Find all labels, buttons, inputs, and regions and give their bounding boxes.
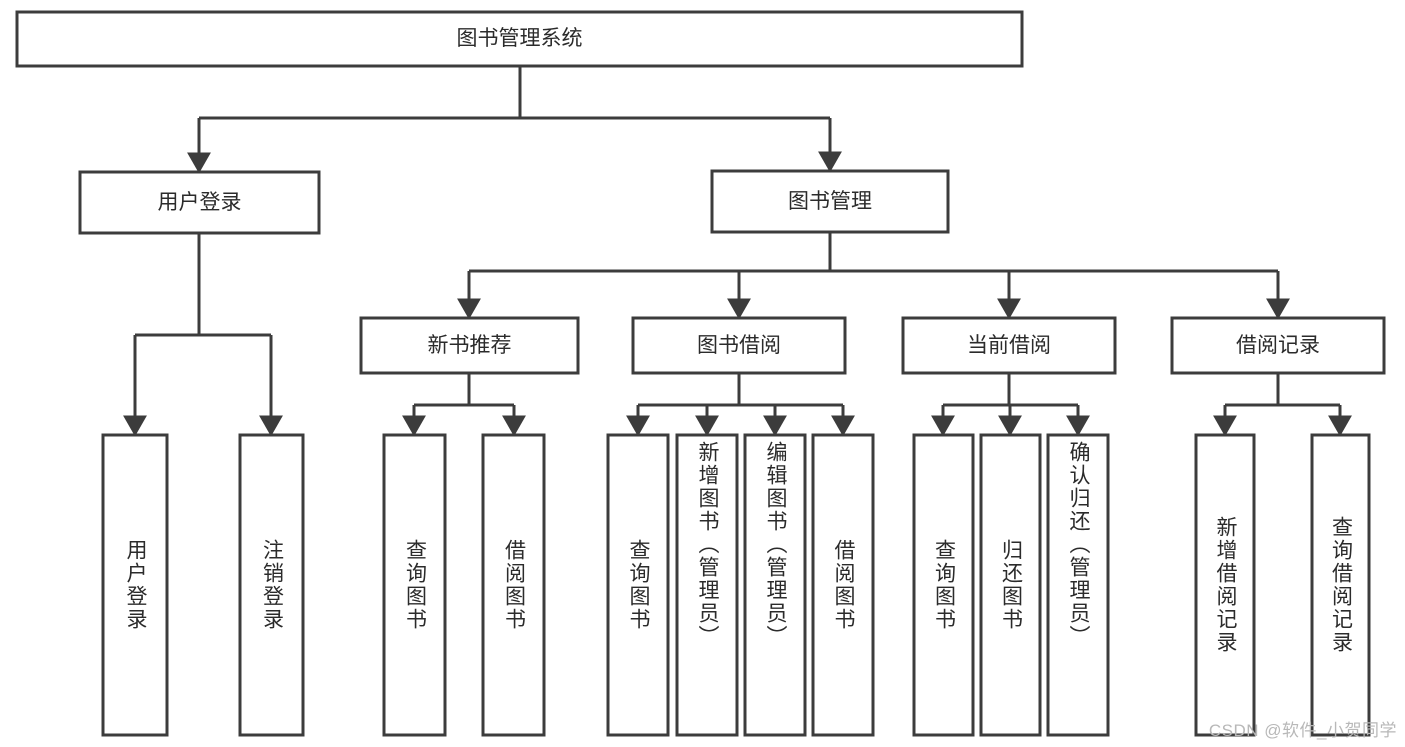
node-box-leaf-query-book-2[interactable] [606,433,670,737]
watermark-text: CSDN @软件_小贺同学 [1208,721,1397,740]
node-box-leaf-query-book-1[interactable] [382,433,447,737]
node-box-leaf-add-book-admin[interactable] [675,433,739,737]
node-box-leaf-query-borrow-record[interactable] [1310,433,1371,737]
node-box-leaf-add-borrow-record[interactable] [1194,433,1256,737]
node-box-root[interactable] [15,10,1024,68]
node-box-user-login[interactable] [78,170,321,235]
node-box-book-manage[interactable] [710,169,950,234]
node-box-leaf-borrow-book-1[interactable] [481,433,546,737]
node-box-new-book-recommend[interactable] [359,316,580,375]
node-box-borrow-record[interactable] [1170,316,1386,375]
node-box-leaf-logout-login[interactable] [238,433,305,737]
node-box-leaf-confirm-return-admin[interactable] [1046,433,1110,737]
node-box-leaf-borrow-book-2[interactable] [811,433,875,737]
node-box-book-borrow[interactable] [631,316,847,375]
node-box-leaf-return-book[interactable] [979,433,1042,737]
node-box-leaf-query-book-3[interactable] [912,433,975,737]
node-box-leaf-user-login[interactable] [101,433,169,737]
node-box-leaf-edit-book-admin[interactable] [743,433,807,737]
node-box-current-borrow[interactable] [901,316,1117,375]
